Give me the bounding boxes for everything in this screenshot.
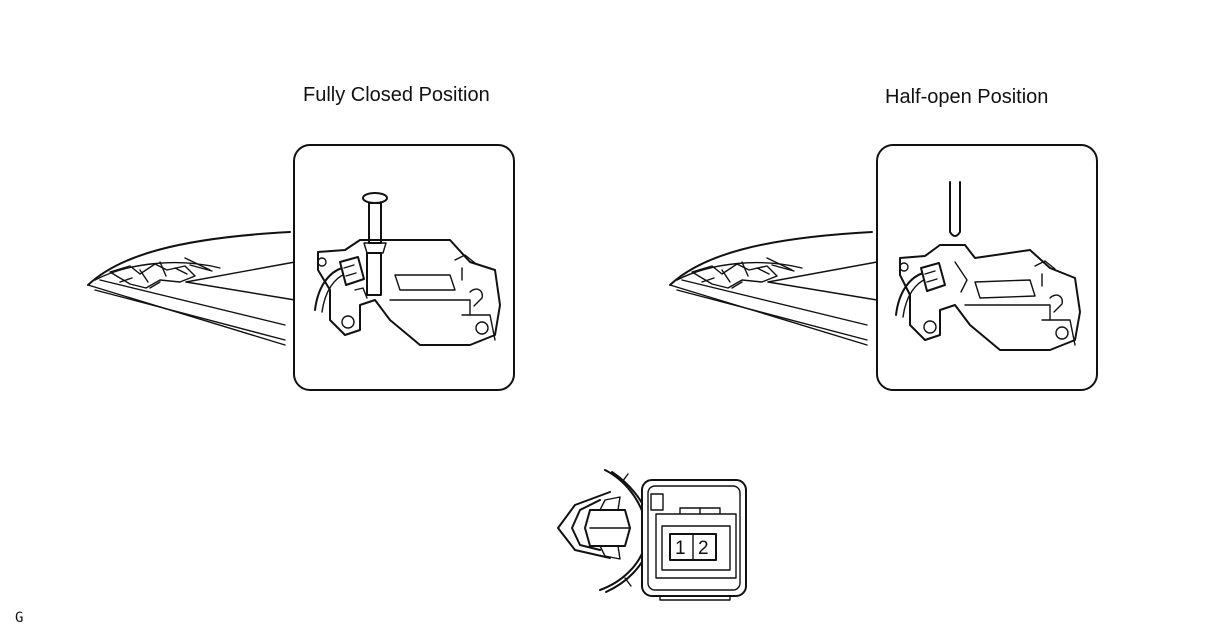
connector-pin-2: 2 xyxy=(698,538,709,559)
fully-closed-position-label: Fully Closed Position xyxy=(303,84,490,106)
latch-switch-connector: 1 2 xyxy=(557,469,747,601)
latch-half-open-detail xyxy=(876,144,1098,391)
figure-code-label: G xyxy=(15,610,24,626)
latch-closed-detail xyxy=(293,144,515,391)
half-open-position-label: Half-open Position xyxy=(885,86,1049,108)
connector-pin-1: 1 xyxy=(675,538,686,559)
door-edge-half-open xyxy=(669,231,878,346)
door-edge-closed xyxy=(87,231,296,346)
